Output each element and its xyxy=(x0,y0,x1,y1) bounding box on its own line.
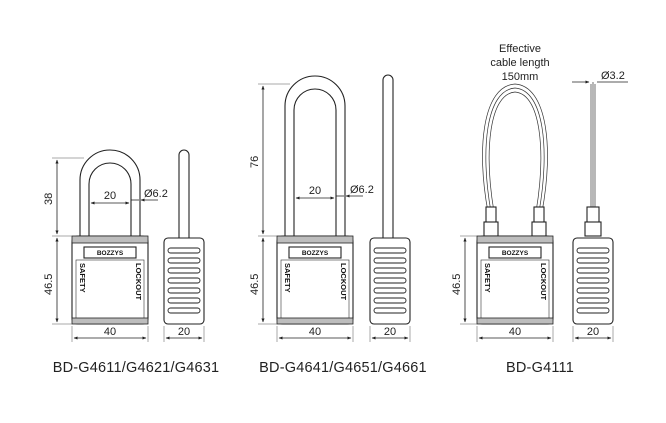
dim-body-depth: 20 xyxy=(587,326,599,338)
safety-label: SAFETY xyxy=(78,263,87,293)
safety-label: SAFETY xyxy=(483,263,492,293)
dim-body-width: 40 xyxy=(509,326,521,338)
lock-2-side xyxy=(369,74,411,325)
lock-2-front: BOZZYS SAFETY LOCKOUT xyxy=(276,75,354,325)
lock-1-side xyxy=(163,149,205,325)
dim-shackle-diameter: Ø6.2 xyxy=(144,188,168,200)
dim-body-height: 46.5 xyxy=(249,274,261,295)
dim-cable-diameter: Ø3.2 xyxy=(601,70,625,82)
lockout-label: LOCKOUT xyxy=(339,263,348,300)
dim-shackle-height: 38 xyxy=(43,193,55,205)
lockout-label: LOCKOUT xyxy=(134,263,143,300)
dim-body-width: 40 xyxy=(309,326,321,338)
dim-shackle-diameter: Ø6.2 xyxy=(350,184,374,196)
dim-shackle-width: 20 xyxy=(104,190,116,202)
dim-shackle-width: 20 xyxy=(309,185,321,197)
caption-model-3: BD-G4111 xyxy=(506,360,574,376)
lockout-label: LOCKOUT xyxy=(539,263,548,300)
dim-body-height: 46.5 xyxy=(451,274,463,295)
dim-body-width: 40 xyxy=(104,326,116,338)
caption-model-2: BD-G4641/G4651/G4661 xyxy=(259,360,427,376)
dim-body-height: 46.5 xyxy=(43,274,55,295)
cable-note-line-1: Effective xyxy=(499,43,541,55)
lock-3-dimensions: Effective cable length 150mm Ø3.2 46.5 4… xyxy=(451,43,628,342)
dim-body-depth: 20 xyxy=(178,326,190,338)
lock-3-front: BOZZYS SAFETY LOCKOUT xyxy=(476,83,554,325)
brand-label: BOZZYS xyxy=(97,250,124,257)
dim-shackle-height: 76 xyxy=(249,156,261,168)
brand-label: BOZZYS xyxy=(302,250,329,257)
cable-note-line-3: 150mm xyxy=(502,71,539,83)
lock-3-side xyxy=(572,82,614,325)
dim-body-depth: 20 xyxy=(384,326,396,338)
brand-label: BOZZYS xyxy=(502,250,529,257)
lock-1-front: BOZZYS SAFETY LOCKOUT xyxy=(71,149,149,325)
lock-1-dimensions: 38 46.5 20 Ø6.2 40 20 xyxy=(43,157,205,342)
caption-model-1: BD-G4611/G4621/G4631 xyxy=(53,360,220,376)
safety-label: SAFETY xyxy=(283,263,292,293)
lock-2-dimensions: 76 46.5 20 Ø6.2 40 20 xyxy=(249,83,411,342)
cable-note-line-2: cable length xyxy=(490,57,549,69)
